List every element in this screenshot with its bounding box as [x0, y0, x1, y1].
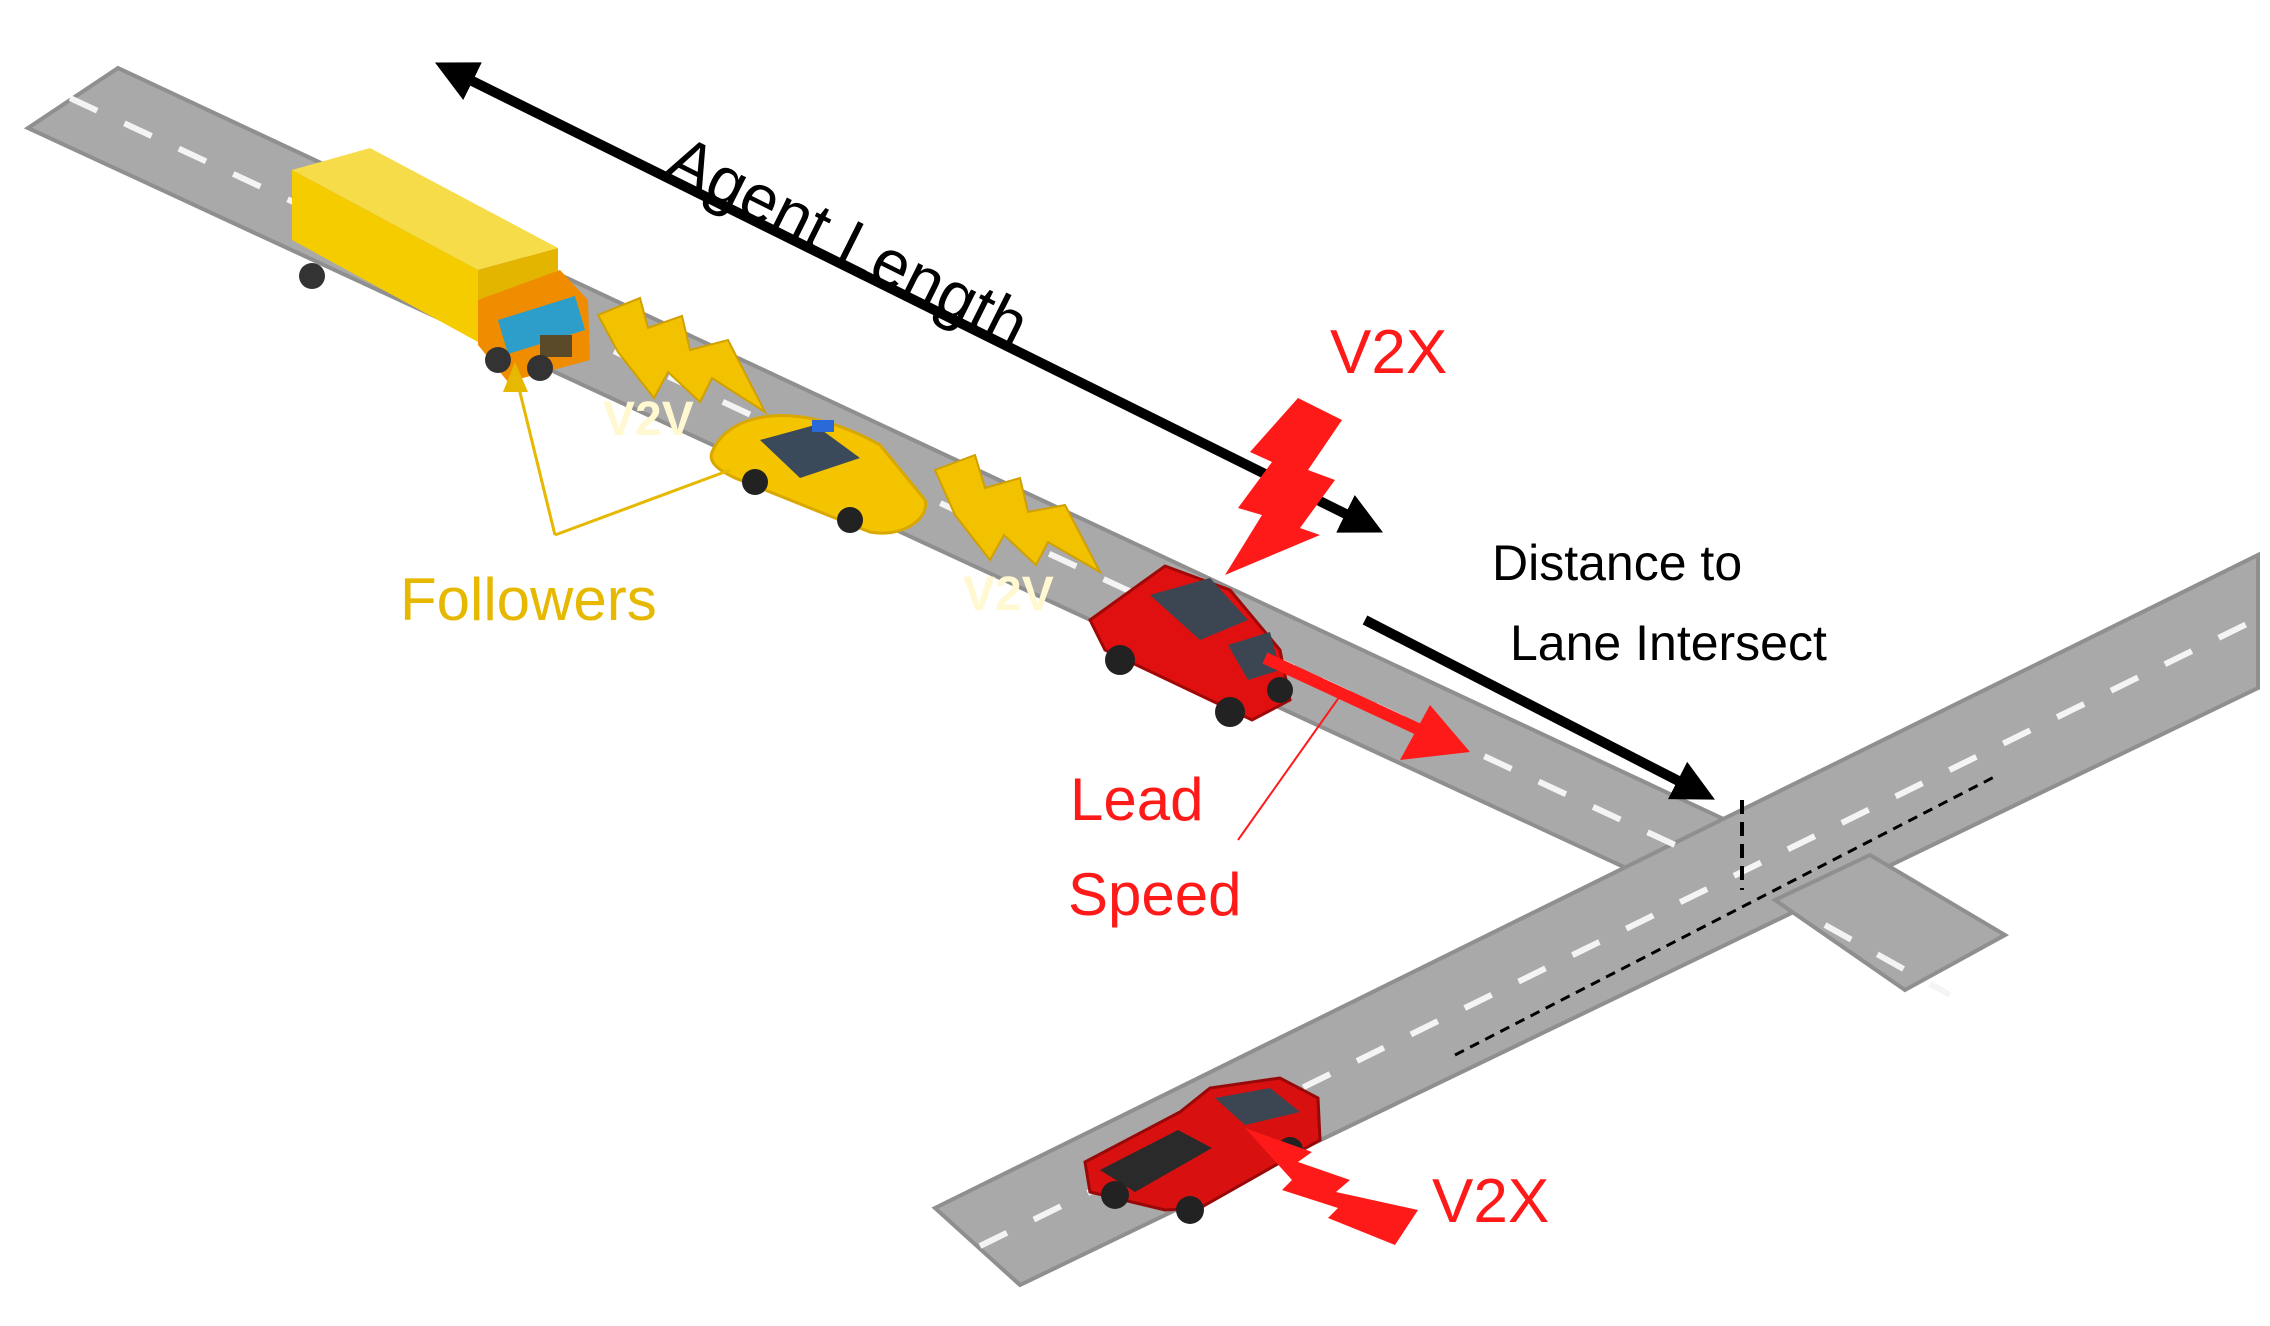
lead-speed-label-line2: Speed — [1068, 861, 1242, 928]
v2v-bolt-right — [933, 453, 1103, 575]
followers-label: Followers — [400, 566, 657, 633]
lead-speed-arrow — [1237, 652, 1470, 841]
v2x-bolt-top — [1225, 398, 1342, 575]
v2x-bottom-label: V2X — [1432, 1167, 1549, 1236]
agent-length-arrow — [434, 62, 1384, 533]
v2v-right-label: V2V — [963, 568, 1054, 621]
distance-label-line2: Lane Intersect — [1510, 615, 1827, 671]
v2x-top-label: V2X — [1330, 318, 1447, 387]
v2x-bolt-bottom — [1245, 1128, 1418, 1245]
lead-car — [1088, 564, 1293, 727]
followers-pointers — [503, 362, 731, 537]
distance-to-intersect-arrow — [1362, 615, 1715, 800]
v2v-bolt-left — [596, 296, 768, 415]
agent-length-label: Agent Length — [656, 121, 1040, 362]
main-road-continuation — [1771, 852, 2010, 993]
main-road-continuation-marking — [1823, 922, 1952, 998]
distance-label-line1: Distance to — [1492, 535, 1742, 591]
v2v-left-label: V2V — [603, 393, 694, 446]
lead-speed-label-line1: Lead — [1070, 766, 1203, 833]
